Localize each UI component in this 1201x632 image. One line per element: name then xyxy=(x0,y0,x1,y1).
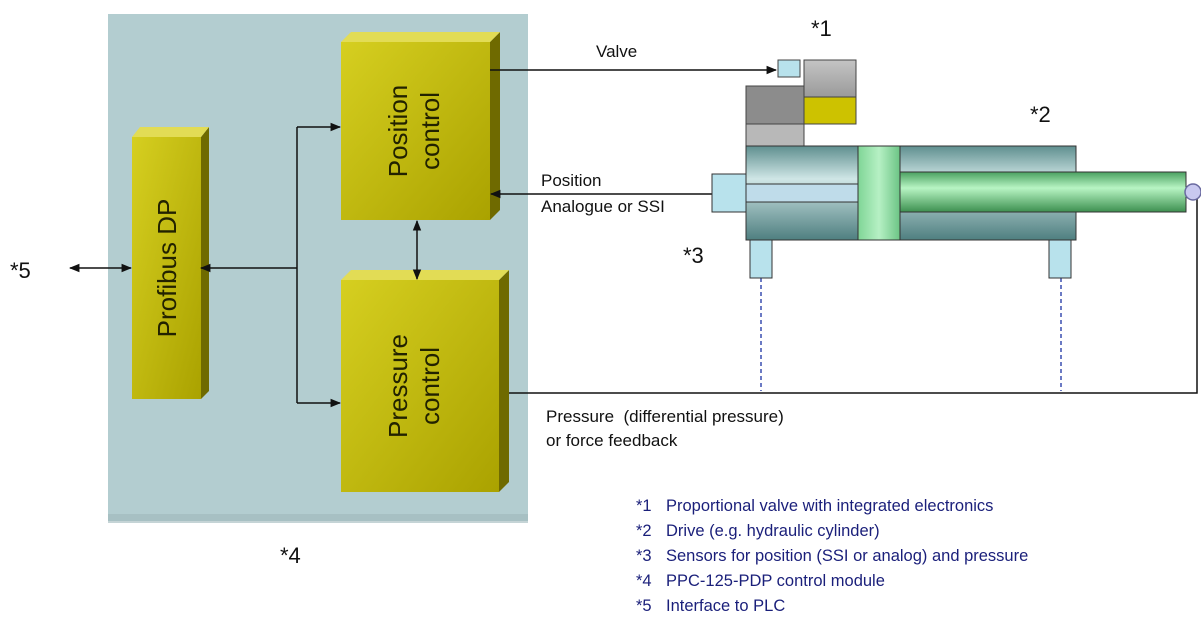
position-control-label-1: Position xyxy=(383,85,413,178)
legend-text: Sensors for position (SSI or analog) and… xyxy=(666,547,1029,565)
legend-text: Proportional valve with integrated elect… xyxy=(666,497,994,515)
legend-mark: *2 xyxy=(636,522,652,540)
legend-mark: *1 xyxy=(636,497,652,515)
marker-2: *2 xyxy=(1030,102,1051,127)
signal-lines xyxy=(489,65,1198,394)
pressure-control-block: Pressure control xyxy=(341,270,509,492)
legend-text: PPC-125-PDP control module xyxy=(666,572,885,590)
internal-connections xyxy=(68,122,422,408)
marker-1: *1 xyxy=(811,16,832,41)
position-control-block: Position control xyxy=(341,32,500,220)
legend-item: *5 Interface to PLC xyxy=(636,594,1028,619)
profibus-dp-label: Profibus DP xyxy=(152,199,182,338)
marker-4: *4 xyxy=(280,543,301,568)
pressure-control-label-1: Pressure xyxy=(383,334,413,438)
pressure-sub-label: or force feedback xyxy=(546,431,678,450)
marker-5: *5 xyxy=(10,258,31,283)
legend-mark: *4 xyxy=(636,572,652,590)
position-label: Position xyxy=(541,171,601,190)
marker-3: *3 xyxy=(683,243,704,268)
legend: *1 Proportional valve with integrated ele… xyxy=(636,494,1028,619)
legend-text: Drive (e.g. hydraulic cylinder) xyxy=(666,522,880,540)
pressure-control-label-2: control xyxy=(415,347,445,425)
legend-item: *2 Drive (e.g. hydraulic cylinder) xyxy=(636,519,1028,544)
proportional-valve xyxy=(745,59,857,147)
legend-mark: *5 xyxy=(636,597,652,615)
profibus-dp-block: Profibus DP xyxy=(132,127,209,399)
legend-mark: *3 xyxy=(636,547,652,565)
legend-item: *3 Sensors for position (SSI or analog) a… xyxy=(636,544,1028,569)
legend-text: Interface to PLC xyxy=(666,597,786,615)
pressure-label: Pressure (differential pressure) xyxy=(546,407,784,426)
position-control-label-2: control xyxy=(415,92,445,170)
valve-label: Valve xyxy=(596,42,637,61)
sensor-dashed-lines xyxy=(760,278,1062,391)
position-sub-label: Analogue or SSI xyxy=(541,197,665,216)
hydraulic-cylinder xyxy=(711,145,1201,279)
legend-item: *1 Proportional valve with integrated ele… xyxy=(636,494,1028,519)
legend-item: *4 PPC-125-PDP control module xyxy=(636,569,1028,594)
